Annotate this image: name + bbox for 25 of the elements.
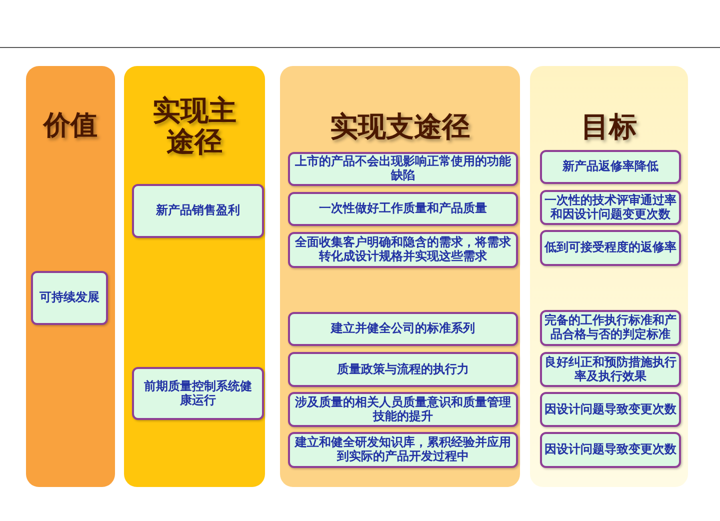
text-box: 前期质量控制系统健康运行: [132, 367, 264, 420]
text-box: 低到可接受程度的返修率: [540, 230, 681, 266]
column-heading: 价值: [44, 111, 98, 141]
text-box: 上市的产品不会出现影响正常使用的功能缺陷: [288, 152, 518, 186]
text-box: 可持续发展: [31, 271, 108, 325]
text-box: 良好纠正和预防措施执行率及执行效果: [540, 352, 681, 387]
column-band: [530, 66, 688, 487]
text-box: 建立并健全公司的标准系列: [288, 312, 518, 346]
column-heading: 目标: [581, 112, 637, 143]
text-box: 一次性的技术评审通过率和因设计问题变更次数: [540, 190, 681, 225]
column-band: [26, 66, 115, 487]
text-box: 建立和健全研发知识库，累积经验并应用到实际的产品开发过程中: [288, 432, 518, 468]
text-box: 完备的工作执行标准和产品合格与否的判定标准: [540, 310, 681, 346]
text-box: 质量政策与流程的执行力: [288, 352, 518, 387]
text-box: 涉及质量的相关人员质量意识和质量管理技能的提升: [288, 392, 518, 427]
column-heading: 实现主途径: [152, 96, 238, 158]
column-band: [280, 66, 520, 487]
text-box: 新产品销售盈利: [132, 184, 264, 238]
text-box: 一次性做好工作质量和产品质量: [288, 192, 518, 226]
text-box: 新产品返修率降低: [540, 150, 681, 184]
text-box: 因设计问题导致变更次数: [540, 392, 681, 427]
column-heading: 实现支途径: [330, 112, 470, 143]
text-box: 全面收集客户明确和隐含的需求，将需求转化成设计规格并实现这些需求: [288, 232, 518, 268]
column-band: [124, 66, 265, 487]
text-box: 因设计问题导致变更次数: [540, 432, 681, 468]
